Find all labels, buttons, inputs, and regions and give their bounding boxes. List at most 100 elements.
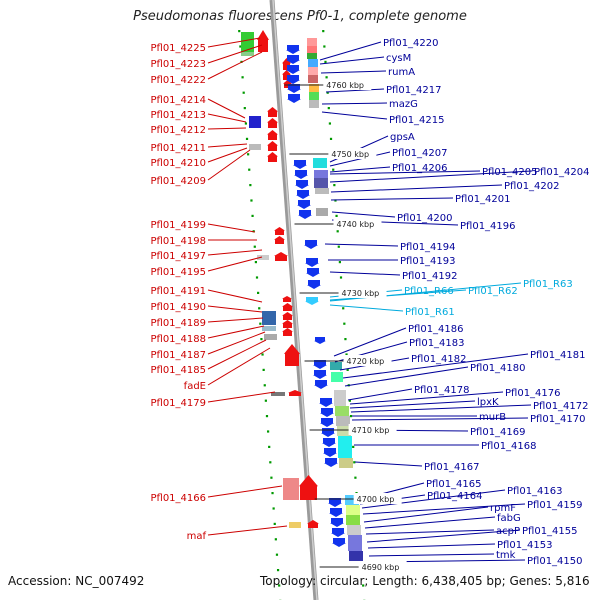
- right-gene-label: Pfl01_4220: [383, 38, 439, 49]
- gene-arrow-up: [274, 236, 285, 244]
- gene-block: [264, 334, 277, 340]
- right-leader-line: [329, 166, 391, 173]
- gene-block-steel: [262, 311, 276, 325]
- right-gene-label: Pfl01_4181: [530, 350, 586, 361]
- tick-left: [253, 245, 256, 248]
- gene-arrow-down: [296, 190, 310, 199]
- right-gene-label: Pfl01_4150: [527, 556, 583, 567]
- tick-left: [266, 430, 270, 433]
- left-leader-line: [207, 223, 256, 233]
- right-gene-label: Pfl01_4192: [402, 271, 458, 282]
- left-gene-label: Pfl01_4210: [150, 158, 206, 169]
- gene-arrow-down: [313, 360, 327, 369]
- gene-block: [330, 362, 342, 370]
- left-gene-label: Pfl01_4225: [150, 43, 206, 54]
- tick-left: [265, 415, 269, 418]
- right-gene-label: murB: [479, 412, 506, 423]
- left-leader-line: [207, 325, 265, 339]
- right-leader-line: [330, 197, 454, 201]
- gene-arrow-up: [307, 520, 319, 528]
- right-gene-label: Pfl01_4153: [497, 540, 553, 551]
- tick-right: [332, 168, 335, 171]
- right-gene-label: rpmF: [490, 503, 516, 514]
- tick-right: [345, 353, 348, 356]
- right-leader-line: [344, 366, 469, 387]
- tick-left: [269, 461, 272, 464]
- gene-block: [307, 53, 317, 59]
- tick-left: [243, 107, 246, 110]
- right-leader-line: [349, 400, 476, 409]
- gene-block: [308, 59, 318, 67]
- gene-block: [309, 100, 319, 108]
- gene-arrow-up: [288, 390, 302, 396]
- gene-features: [241, 30, 363, 561]
- left-gene-label: Pfl01_4212: [150, 125, 206, 136]
- tick-left: [268, 445, 271, 448]
- gene-arrow-down: [324, 458, 338, 467]
- tick-left: [272, 507, 275, 510]
- right-gene-label: Pfl01_4180: [470, 363, 526, 374]
- right-gene-label: mazG: [389, 99, 418, 110]
- right-gene-label: Pfl01_4182: [411, 354, 467, 365]
- right-gene-label: Pfl01_4159: [527, 500, 583, 511]
- gene-block-yellow: [289, 522, 301, 528]
- left-gene-label: Pfl01_4199: [150, 220, 206, 231]
- gene-block: [309, 84, 319, 92]
- gene-arrow-down: [331, 528, 345, 537]
- left-leader-line: [207, 113, 247, 123]
- gene-block: [331, 372, 343, 382]
- left-gene-label: Pfl01_4223: [150, 59, 206, 70]
- right-gene-label: Pfl01_4155: [522, 526, 578, 537]
- right-gene-label: Pfl01_4186: [408, 324, 464, 335]
- left-leader-line: [207, 391, 276, 403]
- gene-block: [347, 525, 361, 535]
- gene-arrow-down: [328, 498, 342, 507]
- scale-label-bg: [343, 355, 392, 366]
- gene-block: [335, 406, 349, 416]
- gene-arrow-down: [286, 55, 300, 64]
- scale-label: 4740 kbp: [336, 220, 374, 229]
- left-leader-line: [207, 98, 246, 119]
- gene-block: [241, 52, 254, 56]
- right-gene-label: acpP: [496, 526, 520, 537]
- gene-arrow-down: [305, 297, 319, 305]
- gene-arrow-down: [313, 370, 327, 379]
- tick-right: [352, 445, 355, 448]
- left-gene-label: Pfl01_4197: [150, 251, 206, 262]
- accession-text: Accession: NC_007492: [8, 574, 145, 588]
- tick-left: [275, 553, 279, 556]
- scale-label-bg: [353, 493, 402, 504]
- tick-right: [354, 476, 357, 479]
- tick-right: [343, 322, 346, 325]
- left-leader-line: [207, 147, 248, 163]
- gene-arrow-down: [320, 408, 334, 417]
- right-gene-label: Pfl01_4164: [427, 491, 483, 502]
- scale-label-bg: [358, 561, 407, 572]
- gene-arrow-down: [314, 380, 328, 389]
- scale-label: 4700 kbp: [357, 495, 395, 504]
- gene-arrow-down: [294, 170, 308, 179]
- gene-arrow-down: [321, 428, 335, 437]
- left-leader-line: [207, 525, 288, 536]
- left-leader-line: [207, 256, 263, 272]
- tick-right: [322, 30, 325, 33]
- right-gene-label: cysM: [386, 53, 411, 64]
- gene-arrow-down: [293, 160, 307, 169]
- tick-left: [239, 45, 242, 48]
- gene-arrow-up: [282, 296, 292, 302]
- left-leader-line: [207, 305, 263, 313]
- right-leader-line: [333, 327, 407, 357]
- gene-block: [336, 416, 350, 426]
- right-leader-line: [329, 170, 533, 183]
- right-gene-label: fabG: [497, 513, 521, 524]
- right-gene-label: Pfl01_4207: [392, 148, 448, 159]
- gene-block: [346, 505, 360, 515]
- gene-block: [262, 326, 276, 331]
- left-gene-label: Pfl01_4195: [150, 267, 206, 278]
- right-leader-line: [362, 503, 526, 515]
- tick-left: [247, 153, 250, 156]
- tick-left: [251, 214, 254, 217]
- gene-arrow-down: [297, 200, 311, 209]
- tick-left: [257, 291, 260, 294]
